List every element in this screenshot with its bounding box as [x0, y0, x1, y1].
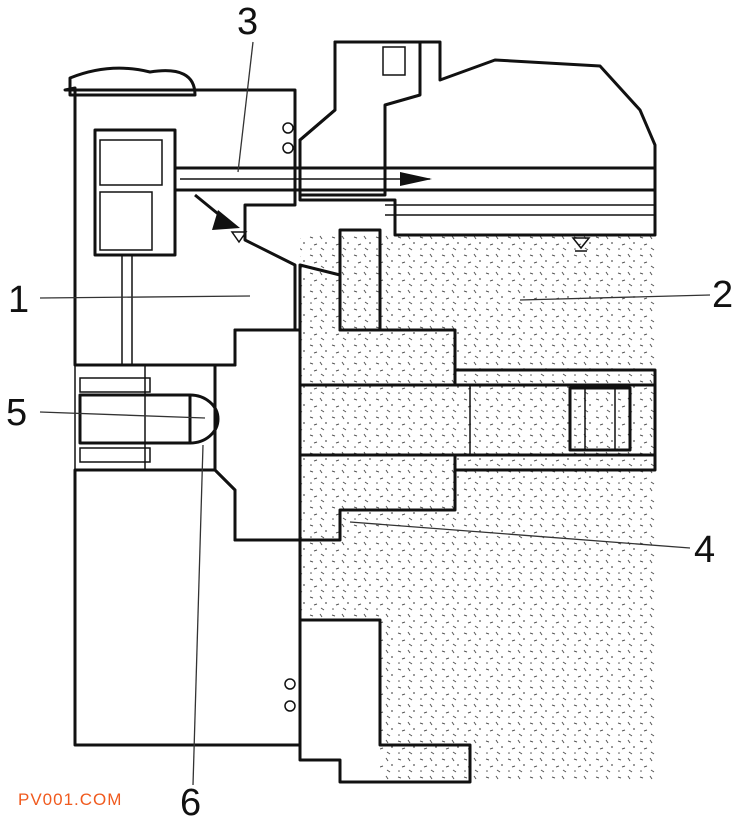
leader-4 [349, 521, 691, 549]
callout-5: 5 [6, 392, 27, 434]
leader-1 [39, 295, 251, 299]
lower-housing [282, 122, 472, 784]
leader-2 [519, 294, 711, 301]
watermark: PV001.COM [18, 790, 122, 809]
callout-2: 2 [712, 274, 733, 316]
main-housing [63, 86, 302, 747]
callout-4: 4 [694, 529, 715, 571]
valve-body [68, 66, 197, 365]
callout-6: 6 [180, 782, 201, 821]
callout-3: 3 [237, 1, 258, 43]
leader-6 [192, 444, 204, 786]
cam-ring [213, 328, 302, 542]
fluid-reservoir [300, 235, 655, 782]
leader-3 [237, 41, 254, 173]
leader-5 [39, 411, 206, 419]
check-valve-ball [78, 377, 220, 463]
flow-channel [173, 166, 657, 216]
top-cover [298, 40, 657, 237]
callout-1: 1 [8, 279, 29, 321]
flow-arrow-icon [194, 193, 248, 244]
leader-lines [39, 41, 711, 786]
fluid-level-icon [571, 237, 591, 252]
